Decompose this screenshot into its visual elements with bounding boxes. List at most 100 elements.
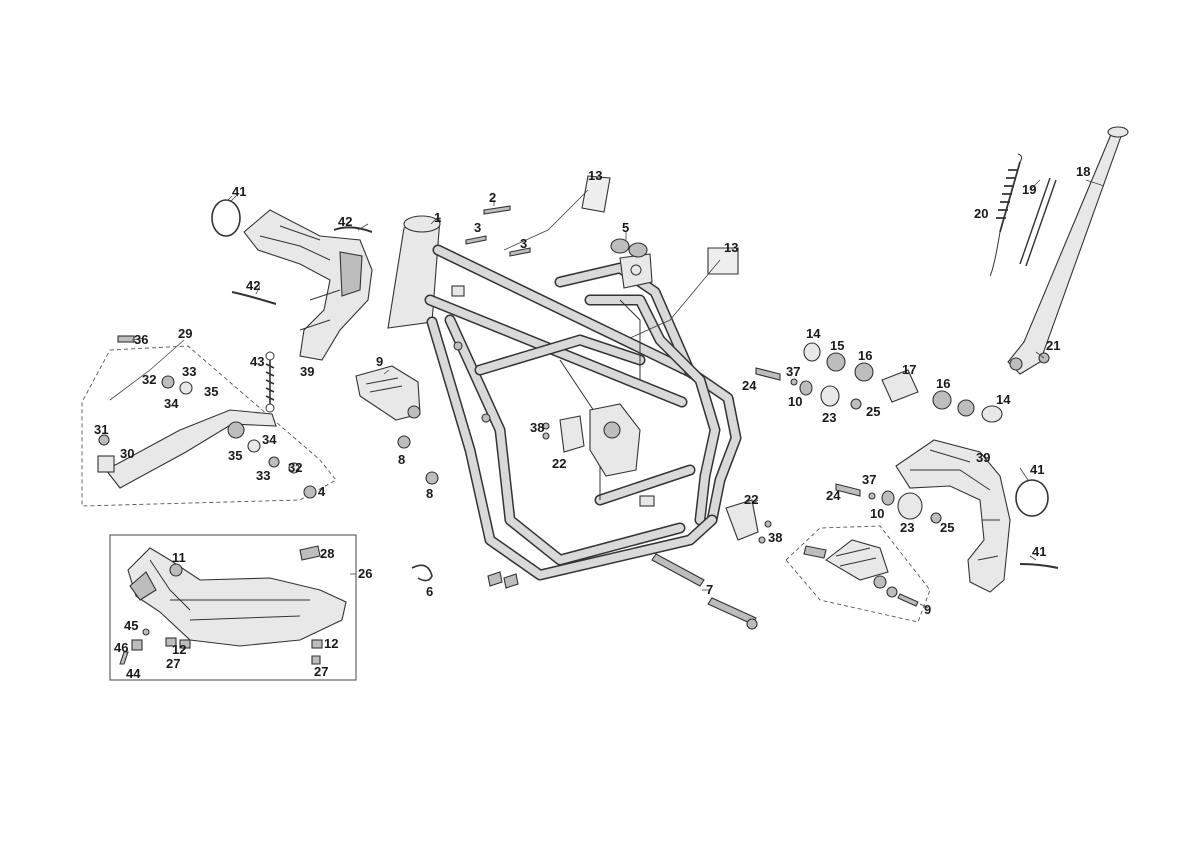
- callout-38a: 38: [530, 420, 544, 435]
- callout-8a: 8: [398, 452, 405, 467]
- brake-pedal-group: [81, 335, 337, 507]
- callout-21: 21: [1046, 338, 1060, 353]
- linkage-hardware-upper: [755, 342, 1003, 423]
- callout-12b: 12: [324, 636, 338, 651]
- callout-10a: 10: [788, 394, 802, 409]
- callout-45: 45: [124, 618, 138, 633]
- callout-44: 44: [126, 666, 141, 681]
- pin-3b: [509, 247, 531, 257]
- callout-23b: 23: [900, 520, 914, 535]
- pin-3a: [465, 235, 487, 245]
- cable-tie-42a: [333, 226, 373, 233]
- frame-sticker-13b: [707, 247, 739, 275]
- callout-24a: 24: [742, 378, 757, 393]
- callout-31: 31: [94, 422, 108, 437]
- callout-8b: 8: [426, 486, 433, 501]
- callout-10b: 10: [870, 506, 884, 521]
- callout-43: 43: [250, 354, 264, 369]
- callout-42a: 42: [338, 214, 352, 229]
- callout-32b: 32: [288, 460, 302, 475]
- callout-30: 30: [120, 446, 134, 461]
- callout-36: 36: [134, 332, 148, 347]
- spring-6: [411, 564, 433, 582]
- callout-19: 19: [1022, 182, 1036, 197]
- cable-tie-41b: [1019, 563, 1059, 569]
- callout-4: 4: [318, 484, 326, 499]
- skid-plate-group: [109, 534, 357, 681]
- callout-39a: 39: [300, 364, 314, 379]
- footpeg-right-group: [785, 525, 931, 623]
- callout-37a: 37: [786, 364, 800, 379]
- callout-5: 5: [622, 220, 629, 235]
- callout-labels: 1 2 3 3 13 13 5 41 42 42 43 39 36 29 32 …: [94, 164, 1090, 681]
- callout-2: 2: [489, 190, 496, 205]
- callout-41c: 41: [1032, 544, 1046, 559]
- pin-2: [483, 205, 511, 215]
- callout-3a: 3: [474, 220, 481, 235]
- callout-28: 28: [320, 546, 334, 561]
- axle-7: [651, 553, 758, 630]
- callout-46: 46: [114, 640, 128, 655]
- callout-39b: 39: [976, 450, 990, 465]
- callout-34a: 34: [164, 396, 179, 411]
- callout-16b: 16: [936, 376, 950, 391]
- callout-17: 17: [902, 362, 916, 377]
- callout-16a: 16: [858, 348, 872, 363]
- callout-33a: 33: [182, 364, 196, 379]
- callout-14b: 14: [996, 392, 1011, 407]
- callout-37b: 37: [862, 472, 876, 487]
- spring-20: [989, 153, 1023, 277]
- callout-38b: 38: [768, 530, 782, 545]
- cable-tie-42b: [231, 291, 277, 305]
- callout-1: 1: [434, 210, 441, 225]
- callout-26: 26: [358, 566, 372, 581]
- callout-27a: 27: [166, 656, 180, 671]
- linkage-hardware-lower: [835, 483, 942, 524]
- frame-sticker-13a: [581, 175, 611, 213]
- callout-25a: 25: [866, 404, 880, 419]
- callout-18: 18: [1076, 164, 1090, 179]
- callout-11: 11: [172, 550, 186, 565]
- main-frame: [387, 215, 742, 581]
- clamp-ring-41-right: [1015, 479, 1049, 517]
- callout-41a: 41: [232, 184, 246, 199]
- callout-13a: 13: [588, 168, 602, 183]
- callout-35a: 35: [204, 384, 218, 399]
- callout-9a: 9: [376, 354, 383, 369]
- nut-8b: [425, 471, 439, 485]
- callout-25b: 25: [940, 520, 954, 535]
- rubber-bumper-5: [610, 238, 648, 258]
- callout-41b: 41: [1030, 462, 1044, 477]
- callout-34b: 34: [262, 432, 277, 447]
- callout-14a: 14: [806, 326, 821, 341]
- callout-22a: 22: [552, 456, 566, 471]
- callout-9b: 9: [924, 602, 931, 617]
- footpeg-left: [355, 365, 421, 421]
- leader-lines: [109, 179, 1105, 609]
- callout-27b: 27: [314, 664, 328, 679]
- callout-32a: 32: [142, 372, 156, 387]
- callout-7: 7: [706, 582, 713, 597]
- bracket-22-center: [542, 415, 585, 453]
- bracket-22-right: [725, 499, 772, 544]
- callout-42b: 42: [246, 278, 260, 293]
- callout-29: 29: [178, 326, 192, 341]
- callout-35b: 35: [228, 448, 242, 463]
- radiator-guard-left: [243, 209, 373, 361]
- side-stand: [1007, 126, 1129, 375]
- callout-22b: 22: [744, 492, 758, 507]
- nut-8a: [397, 435, 411, 449]
- radiator-guard-right: [895, 439, 1011, 593]
- frame-hardware: [487, 571, 519, 589]
- callout-12a: 12: [172, 642, 186, 657]
- clamp-ring-41-left: [211, 199, 241, 237]
- callout-3b: 3: [520, 236, 527, 251]
- callout-15: 15: [830, 338, 844, 353]
- callout-20: 20: [974, 206, 988, 221]
- callout-6: 6: [426, 584, 433, 599]
- callout-33b: 33: [256, 468, 270, 483]
- callout-23a: 23: [822, 410, 836, 425]
- callout-13b: 13: [724, 240, 738, 255]
